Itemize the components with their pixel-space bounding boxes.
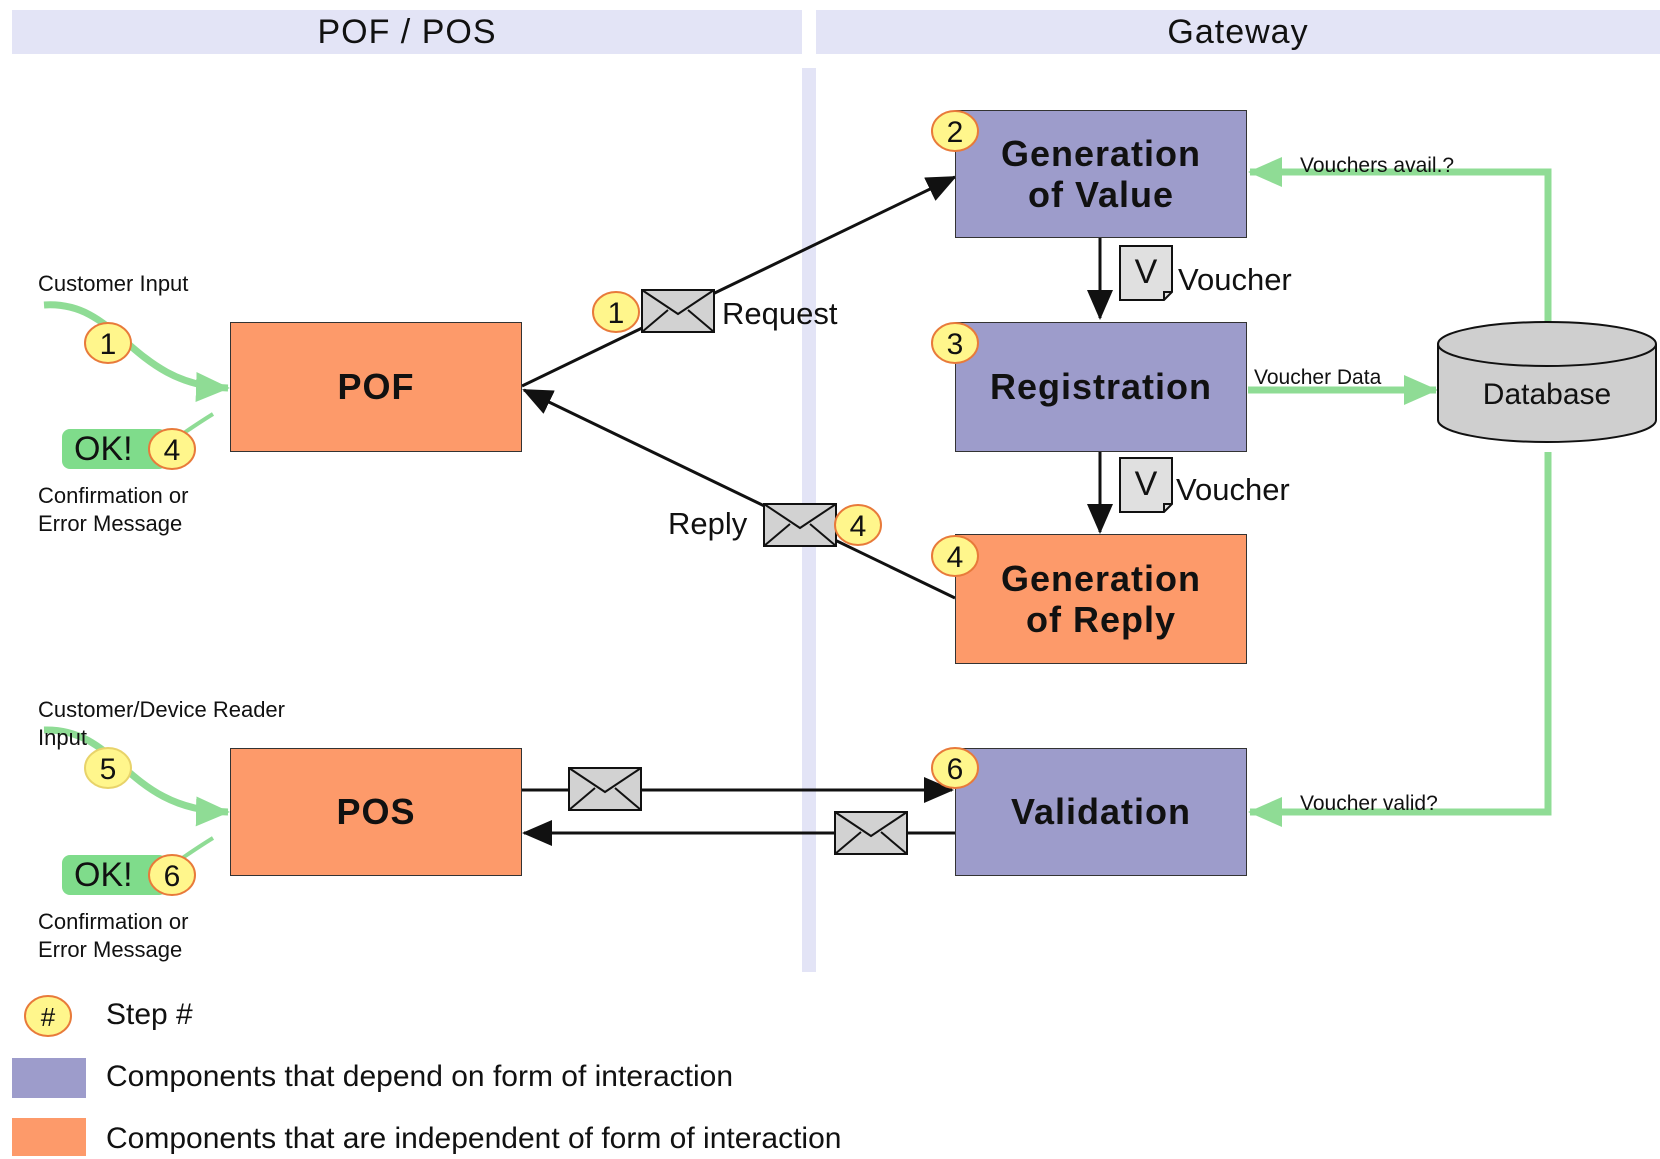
voucher-valid-label: Voucher valid? <box>1300 792 1438 815</box>
device-input-label: Customer/Device Reader Input <box>38 697 285 750</box>
generation-of-value-box: Generation of Value <box>955 110 1247 238</box>
database-label: Database <box>1482 378 1612 411</box>
ok-2-text: OK! <box>74 855 133 894</box>
customer-input-label: Customer Input <box>38 271 189 296</box>
legend-step-label: Step # <box>106 998 193 1031</box>
pos-request-envelope-icon <box>568 767 642 811</box>
pos-label: POS <box>336 791 416 833</box>
request-label: Request <box>722 296 838 331</box>
generation-of-value-label: Generation of Value <box>1000 132 1202 215</box>
confirm-2-line <box>159 836 215 874</box>
reply-envelope-icon <box>763 503 837 547</box>
vouchers-avail-label: Vouchers avail.? <box>1300 154 1455 177</box>
ok-badge-2: OK! <box>62 855 167 895</box>
validation-reply-envelope-icon <box>834 811 908 855</box>
validation-label: Validation <box>1010 791 1192 833</box>
generation-of-reply-label: Generation of Reply <box>1000 557 1202 640</box>
registration-label: Registration <box>989 366 1213 408</box>
reply-arrow <box>522 388 956 600</box>
confirmation-1-label: Confirmation or Error Message <box>38 483 189 536</box>
request-envelope-icon <box>641 289 715 333</box>
pof-label: POF <box>337 366 415 408</box>
pos-box: POS <box>230 748 522 876</box>
reply-label: Reply <box>668 506 748 541</box>
voucher-2-document-icon: V <box>1119 457 1173 513</box>
ok-1-text: OK! <box>74 429 133 468</box>
voucher-data-label: Voucher Data <box>1254 366 1382 389</box>
registration-box: Registration <box>955 322 1247 452</box>
customer-input-arrow <box>43 301 230 402</box>
legend-dependent-label: Components that depend on form of intera… <box>106 1060 734 1093</box>
voucher-valid-arrow <box>1248 452 1552 827</box>
header-gateway: Gateway <box>816 10 1660 54</box>
voucher-2-label: Voucher <box>1176 472 1290 507</box>
voucher-1-label: Voucher <box>1178 262 1292 297</box>
request-arrow <box>521 175 957 388</box>
database-cylinder-icon <box>1437 321 1657 443</box>
ok-badge-1: OK! <box>62 429 167 469</box>
validation-box: Validation <box>955 748 1247 876</box>
voucher-1-document-icon: V <box>1119 245 1173 301</box>
voucher-1-letter: V <box>1135 253 1158 291</box>
legend-independent-label: Components that are independent of form … <box>106 1122 842 1155</box>
confirmation-2-label: Confirmation or Error Message <box>38 909 189 962</box>
confirm-1-line <box>159 412 215 450</box>
legend-independent-swatch <box>12 1118 86 1156</box>
legend-dependent-swatch <box>12 1058 86 1098</box>
vouchers-avail-arrow <box>1248 157 1552 322</box>
voucher-2-letter: V <box>1135 465 1158 503</box>
pof-box: POF <box>230 322 522 452</box>
header-pof-pos: POF / POS <box>12 10 802 54</box>
generation-of-reply-box: Generation of Reply <box>955 534 1247 664</box>
